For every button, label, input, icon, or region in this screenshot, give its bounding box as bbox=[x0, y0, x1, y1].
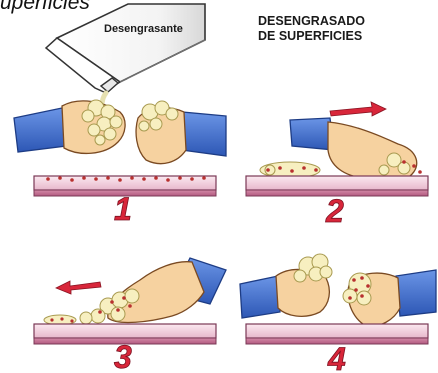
step-1-number: 1 bbox=[114, 191, 132, 227]
step-4-number: 4 bbox=[327, 341, 346, 373]
step-4-left-sleeve bbox=[240, 276, 280, 318]
step-4-panel: 4 bbox=[240, 254, 436, 373]
step-2-number: 2 bbox=[325, 193, 344, 229]
step-3-number: 3 bbox=[114, 339, 132, 373]
step-4-right-sleeve bbox=[396, 270, 436, 316]
step-1-panel: 1 bbox=[14, 100, 226, 227]
step-4-foam-left bbox=[294, 254, 332, 282]
step-3-arrow-left bbox=[56, 281, 101, 294]
step-2-arrow-right bbox=[330, 102, 386, 116]
step-1-right-sleeve bbox=[182, 112, 226, 156]
step-1-left-sleeve bbox=[14, 108, 66, 152]
step-2-panel: 2 bbox=[246, 102, 428, 229]
degreaser-bottle: Desengrasante bbox=[46, 4, 205, 92]
bottle-label: Desengrasante bbox=[104, 23, 183, 35]
step-3-panel: 3 bbox=[34, 258, 226, 373]
